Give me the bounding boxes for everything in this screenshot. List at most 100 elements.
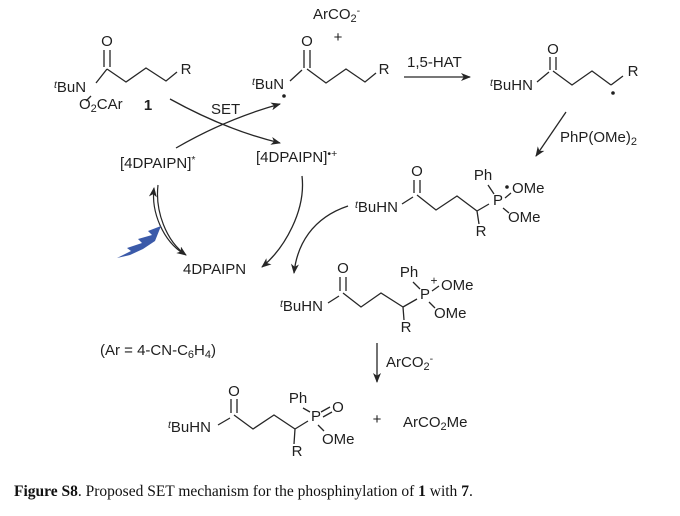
phosphoranyl-ome-lower: OMe [508, 210, 541, 226]
ester-base: ArCO [403, 414, 441, 431]
caption-mid: with [425, 483, 462, 500]
ome-text: OMe [512, 180, 545, 197]
ester-subscript: 2 [440, 421, 447, 433]
set-arrow-catalyst-to-radical [175, 102, 281, 149]
product-r-group: R [292, 444, 303, 460]
ester-rest: CAr [96, 96, 123, 113]
atom-o: O [411, 163, 423, 181]
carbon-radical-skeleton-bonds [536, 57, 624, 86]
phosphoranyl-ome-upper: OMe [512, 181, 545, 197]
phosphite-addition-arrow [535, 111, 567, 157]
ester-byproduct-label: ArCO2Me [403, 414, 468, 433]
cradical-r-group: R [628, 64, 639, 80]
arco2-anion-base: ArCO [313, 6, 351, 23]
compound1-skeleton-bonds [85, 50, 178, 102]
cradical-amine-label: tBuHN [490, 77, 533, 94]
phosphonium-ome-upper: OMe [441, 278, 474, 294]
amine-text: BuHN [492, 77, 533, 94]
catalyst-radical-cation-label: [4DPAIPN]•+ [256, 148, 338, 166]
product-ome: OMe [322, 432, 355, 448]
caption-compound-7: 7 [461, 483, 469, 500]
atom-p: P [310, 408, 322, 426]
atom-o: O [301, 33, 313, 51]
amine-text: BuHN [357, 199, 398, 216]
plus-text: + [372, 411, 382, 429]
caption-body: Proposed SET mechanism for the phosphiny… [85, 483, 419, 500]
atom-o: O [228, 383, 240, 401]
arco2-anion-charge: - [356, 5, 361, 17]
amidyl-amine-label: tBuN [252, 76, 285, 93]
plus-sign-top: + [334, 30, 343, 46]
arco2-base: ArCO [386, 354, 424, 371]
set-label: SET [211, 102, 240, 118]
phosphonium-r-group: R [401, 320, 412, 336]
product-carbonyl-o: O [228, 384, 240, 400]
radical-cation-charge: •+ [327, 148, 338, 160]
product-skeleton-bonds [217, 399, 333, 445]
phenyl-text: Ph [288, 390, 308, 408]
amine-text: BuN [254, 76, 285, 93]
catalyst-name: 4DPAIPN [183, 261, 247, 278]
plus-sign-product: + [373, 412, 382, 428]
phosphoranyl-amine-label: tBuHN [355, 199, 398, 216]
hat-arrow-label: 1,5-HAT [407, 55, 462, 71]
phosphoranyl-r-group: R [476, 224, 487, 240]
product-oxide-o: O [332, 400, 344, 416]
caption-compound-1: 1 [418, 483, 426, 500]
phosphonium-carbonyl-o: O [337, 261, 349, 277]
cradical-carbonyl-o: O [547, 42, 559, 58]
compound1-ester-label: O2CAr [79, 96, 123, 115]
phosphoranyl-p: P [493, 193, 503, 209]
ar-def-part: (Ar = 4-CN-C [100, 342, 188, 359]
tert-prefix: t [168, 419, 171, 431]
atom-r: R [627, 63, 639, 81]
phosphoranyl-ph: Ph [474, 168, 492, 184]
ome-text: OMe [508, 209, 541, 226]
atom-o: O [547, 41, 559, 59]
atom-p: P [492, 192, 504, 210]
set-text: SET [211, 101, 241, 118]
arco2-charge: - [429, 353, 434, 365]
caption-figure-number: Figure S8 [14, 483, 78, 500]
arco2-subscript: 2 [423, 361, 430, 373]
phosphonium-amine-label: tBuHN [280, 298, 323, 315]
amidyl-r-group: R [379, 62, 390, 78]
phosphonium-skeleton-bonds [327, 277, 440, 321]
set-arrow-substrate-to-catalyst [169, 98, 281, 145]
amidyl-radical-skeleton-bonds [289, 50, 377, 84]
amidyl-carbonyl-o: O [301, 34, 313, 50]
catalyst-name: [4DPAIPN] [120, 155, 192, 172]
atom-r: R [475, 223, 487, 241]
caption-end: . [468, 483, 473, 500]
phenyl-text: Ph [473, 167, 493, 185]
light-photon-arrow [117, 226, 161, 258]
ome-text: OMe [322, 431, 355, 448]
compound-number-text: 1 [143, 97, 153, 115]
arco2-anion-label: ArCO2- [313, 5, 361, 24]
relaxation-arrow-down [156, 184, 187, 256]
atom-r: R [291, 443, 303, 461]
ar-def-sub: 4 [204, 349, 212, 361]
radical-cation-to-ground-arrow [261, 175, 304, 268]
phosphoranyl-radical-skeleton-bonds [401, 180, 512, 225]
product-amine-label: tBuHN [168, 419, 211, 436]
caption-separator: . [77, 483, 86, 500]
catalyst-ground-label: 4DPAIPN [183, 262, 246, 278]
tert-prefix: t [280, 298, 283, 310]
compound1-number: 1 [144, 98, 152, 114]
amine-text: BuHN [170, 419, 211, 436]
phenyl-text: Ph [399, 264, 419, 282]
atom-r: R [378, 61, 390, 79]
plus-text: + [430, 273, 438, 288]
ester-end: Me [446, 414, 468, 431]
amidyl-radical-dot [282, 94, 286, 98]
ester-subscript: 2 [90, 103, 97, 115]
phosphonium-p: P [420, 287, 430, 303]
ar-def-part: H [194, 342, 205, 359]
amine-text: BuN [56, 79, 87, 96]
phosphite-label: PhP(OMe)2 [560, 130, 637, 148]
phosphoranyl-oxidation-arrow [290, 205, 349, 274]
ar-definition-label: (Ar = 4-CN-C6H4) [100, 342, 216, 361]
ome-text: OMe [441, 277, 474, 294]
